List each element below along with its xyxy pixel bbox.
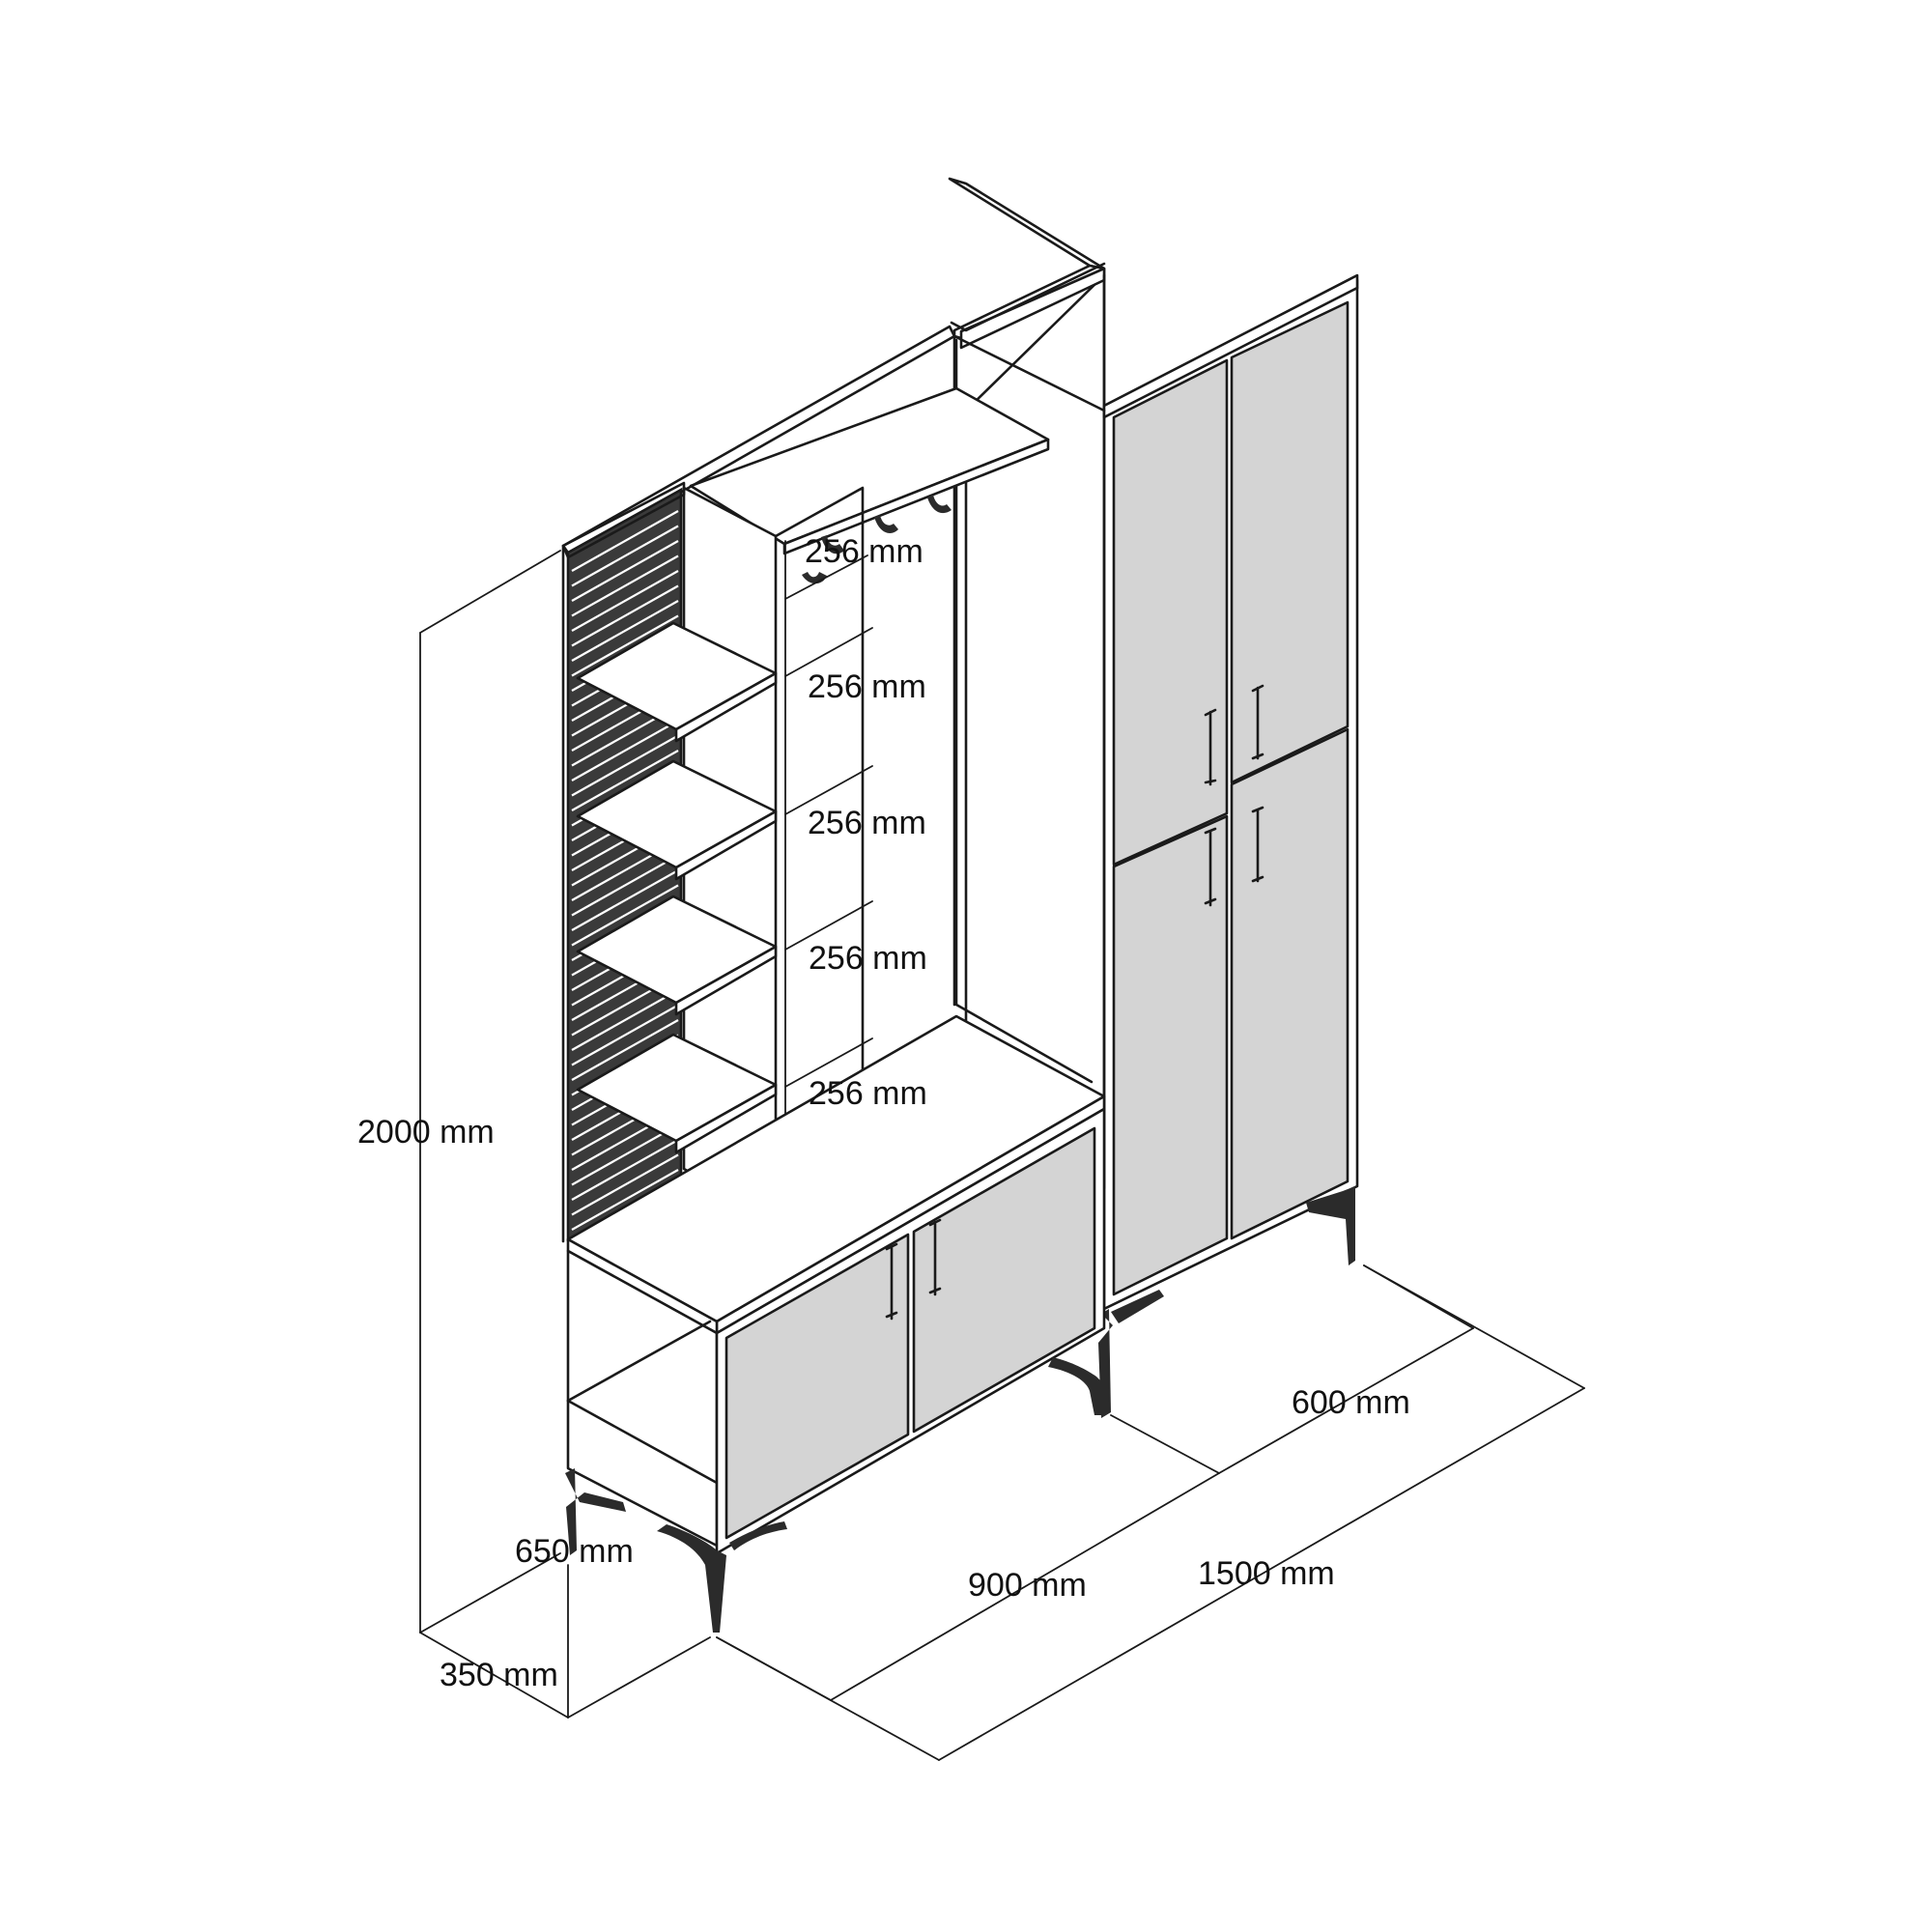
label-shelf-gap-2: 256 mm: [808, 668, 926, 705]
slat-line: [571, 1139, 679, 1201]
wardrobe-handle-1-icon: [1204, 708, 1217, 786]
wardrobe-door-upper-left: [1112, 358, 1229, 867]
wardrobe-door-lower-left: [1112, 814, 1229, 1296]
base-handle-left-icon: [885, 1242, 898, 1321]
slat-line: [571, 1169, 679, 1231]
base-open-shelf: [566, 1399, 719, 1485]
label-shelf-gap-5: 256 mm: [809, 1075, 927, 1112]
hook-icon: [874, 515, 898, 533]
label-width-right: 600 mm: [1292, 1384, 1410, 1421]
dim-900-line: [830, 1472, 1220, 1701]
label-shelf-gap-3: 256 mm: [808, 805, 926, 841]
wardrobe-leg-front-icon: [1098, 1309, 1113, 1418]
dim-600-ext: [1363, 1264, 1474, 1329]
base-leg-bracket-icon: [729, 1521, 787, 1550]
dim-600-line: [1218, 1327, 1474, 1474]
slat-line: [571, 1004, 679, 1066]
slat-line: [571, 869, 679, 931]
slatted-panel-top: [561, 481, 686, 559]
wardrobe-handle-4-icon: [1251, 806, 1264, 883]
back-side-joint: [952, 334, 1106, 412]
slat-line: [571, 600, 679, 662]
base-handle-right-icon: [928, 1218, 942, 1296]
slat-line: [571, 750, 679, 811]
wardrobe-top-rim: [1102, 273, 1359, 419]
slat-line: [571, 1123, 679, 1186]
label-height-base: 650 mm: [515, 1533, 634, 1570]
slat-line: [571, 989, 679, 1051]
wardrobe-handle-3-icon: [1204, 827, 1217, 907]
dim-depth-line: [419, 1632, 569, 1719]
dimension-labels: 2000 mm 350 mm 650 mm 900 mm 1500 mm 600…: [357, 533, 1410, 1693]
dim-1500-ext: [716, 1636, 940, 1761]
slat-line: [571, 614, 679, 677]
dim-ext-mid: [1110, 1414, 1220, 1474]
label-width-total: 1500 mm: [1198, 1555, 1335, 1592]
base-leg-front-icon: [657, 1524, 726, 1633]
divider-line: [784, 1037, 873, 1088]
inner-right-panel: [954, 338, 1094, 1084]
wardrobe-leg-bracket-icon: [1111, 1290, 1164, 1323]
dimension-lines: [419, 550, 1585, 1761]
dim-height-top-ext: [419, 550, 561, 634]
tall-wardrobe: [948, 177, 1359, 1418]
label-depth-shelf: 350 mm: [440, 1657, 558, 1693]
slat-line: [571, 584, 679, 647]
slat-line: [571, 510, 679, 572]
hook-icon: [821, 535, 844, 554]
shelf-1-edge: [674, 671, 778, 743]
dim-depth-ext: [567, 1636, 711, 1719]
base-door-left: [724, 1233, 910, 1540]
wardrobe-leg-right-icon: [1306, 1186, 1355, 1265]
divider-line: [784, 554, 868, 600]
slat-line: [571, 734, 679, 797]
hat-shelf-edge: [782, 438, 1050, 555]
slat-line: [571, 525, 679, 587]
label-width-left: 900 mm: [968, 1567, 1087, 1604]
wardrobe-back-edge: [950, 262, 1106, 332]
wardrobe-top-face: [948, 177, 1106, 270]
base-leg-left-icon: [565, 1468, 626, 1555]
slat-line: [571, 1153, 679, 1216]
hall-stand: [561, 325, 1106, 1633]
label-shelf-gap-1: 256 mm: [805, 533, 923, 570]
hook-icon: [802, 572, 827, 584]
base-leg-right-icon: [1048, 1357, 1101, 1415]
dim-1500-line: [938, 1387, 1585, 1761]
slat-line: [571, 1019, 679, 1081]
label-height-total: 2000 mm: [357, 1114, 495, 1151]
cantilever-shelves: [576, 621, 778, 1154]
label-shelf-gap-4: 256 mm: [809, 940, 927, 977]
slat-line: [571, 570, 679, 632]
base-door-right: [912, 1126, 1096, 1434]
dim-height-bottom-ext: [419, 1552, 561, 1634]
wardrobe-door-upper-right: [1230, 300, 1350, 784]
base-open-shelf-back: [566, 1320, 712, 1403]
hook-icon: [927, 495, 952, 514]
divider-line: [784, 900, 873, 951]
slat-line: [571, 884, 679, 947]
slat-line: [571, 540, 679, 602]
shelf-4-edge: [674, 1083, 778, 1154]
tower-dividers: [784, 487, 873, 1170]
slat-line: [571, 554, 679, 617]
shelf-2-edge: [674, 810, 778, 881]
divider-line: [784, 627, 873, 677]
wardrobe-door-lower-right: [1230, 727, 1350, 1240]
wardrobe-handle-2-icon: [1251, 684, 1264, 760]
divider-line: [784, 765, 873, 815]
slat-line: [571, 720, 679, 781]
slat-line: [571, 854, 679, 917]
shelf-3-edge: [674, 945, 778, 1016]
